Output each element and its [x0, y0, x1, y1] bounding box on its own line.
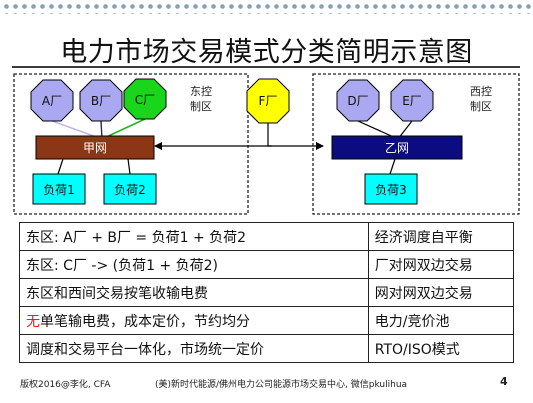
- west-region-label-2: 制区: [470, 100, 492, 113]
- table-cell-mode: 经济调度自平衡: [367, 222, 515, 251]
- plant-d-label: D厂: [347, 94, 368, 108]
- table-cell-mode: 厂对网双边交易: [367, 250, 515, 279]
- page-number: 4: [500, 375, 508, 388]
- slide-title: 电力市场交易模式分类简明示意图: [60, 37, 473, 68]
- header-bullet-strip: [0, 0, 533, 14]
- plant-d-node: D厂: [336, 79, 380, 122]
- mode-summary-table: 东区: A厂 + B厂 = 负荷1 + 负荷2 经济调度自平衡 东区: C厂 -…: [19, 222, 515, 363]
- grid-jia-label: 甲网: [83, 141, 107, 155]
- plant-b-label: B厂: [91, 94, 111, 108]
- footer-source: (美)新时代能源/佛州电力公司能源市场交易中心, 微信pkulihua: [155, 380, 408, 390]
- west-region-box: [312, 73, 520, 215]
- table-cell-description: 东区: C厂 -> (负荷1 + 负荷2): [19, 250, 369, 279]
- east-region-box: [13, 73, 249, 215]
- west-region-label-1: 西控: [470, 84, 492, 98]
- plant-f-node: F厂: [246, 78, 290, 124]
- table-row: 东区: C厂 -> (负荷1 + 负荷2) 厂对网双边交易: [19, 250, 515, 279]
- description-text: 单笔输电费，成本定价，节约均分: [40, 313, 250, 330]
- plant-b-node: B厂: [79, 79, 123, 122]
- load-1-box: [32, 173, 86, 205]
- table-row: 东区: A厂 + B厂 = 负荷1 + 负荷2 经济调度自平衡: [19, 222, 515, 251]
- plant-f-label: F厂: [259, 94, 278, 108]
- link-jia-to-load1: [57, 158, 64, 175]
- market-diagram: 东控 制区 西控 制区 甲网 乙网 A厂 B厂 C厂 F厂 D厂 E厂 负荷1: [13, 73, 520, 215]
- table-row: 东区和西间交易按笔收输电费 网对网双边交易: [19, 278, 515, 307]
- east-region-label-2: 制区: [190, 100, 212, 113]
- load-3-label: 负荷3: [375, 183, 407, 197]
- table-row: 调度和交易平台一体化，市场统一定价 RTO/ISO模式: [19, 334, 515, 363]
- table-cell-mode: 网对网双边交易: [367, 278, 515, 307]
- link-jia-to-load2: [127, 158, 131, 175]
- table-cell-mode: RTO/ISO模式: [367, 334, 515, 363]
- title-divider: [12, 66, 520, 68]
- plant-a-label: A厂: [42, 94, 62, 108]
- table-row: 无单笔输电费，成本定价，节约均分 电力/竞价池: [19, 306, 515, 335]
- plant-c-node: C厂: [123, 78, 167, 120]
- grid-yi-bar: [331, 135, 463, 160]
- link-yi-to-load3: [389, 158, 396, 175]
- footer-copyright: 版权2016@李化, CFA: [20, 380, 111, 390]
- plant-e-label: E厂: [402, 94, 422, 108]
- grid-jia-bar: [35, 135, 155, 160]
- plant-c-label: C厂: [135, 93, 155, 107]
- table-cell-description: 东区和西间交易按笔收输电费: [19, 278, 369, 307]
- table-cell-description: 东区: A厂 + B厂 = 负荷1 + 负荷2: [19, 222, 369, 251]
- table-cell-mode: 电力/竞价池: [367, 306, 515, 335]
- load-1-label: 负荷1: [43, 183, 75, 197]
- load-3-box: [364, 173, 418, 205]
- plant-a-node: A厂: [30, 79, 74, 122]
- plant-e-node: E厂: [390, 79, 434, 122]
- load-2-label: 负荷2: [114, 183, 146, 197]
- east-region-label-1: 东控: [190, 84, 212, 98]
- table-cell-description: 调度和交易平台一体化，市场统一定价: [19, 334, 369, 363]
- grid-yi-label: 乙网: [385, 141, 409, 155]
- table-cell-description: 无单笔输电费，成本定价，节约均分: [19, 306, 369, 335]
- load-2-box: [103, 173, 157, 205]
- highlight-text: 无: [26, 313, 40, 330]
